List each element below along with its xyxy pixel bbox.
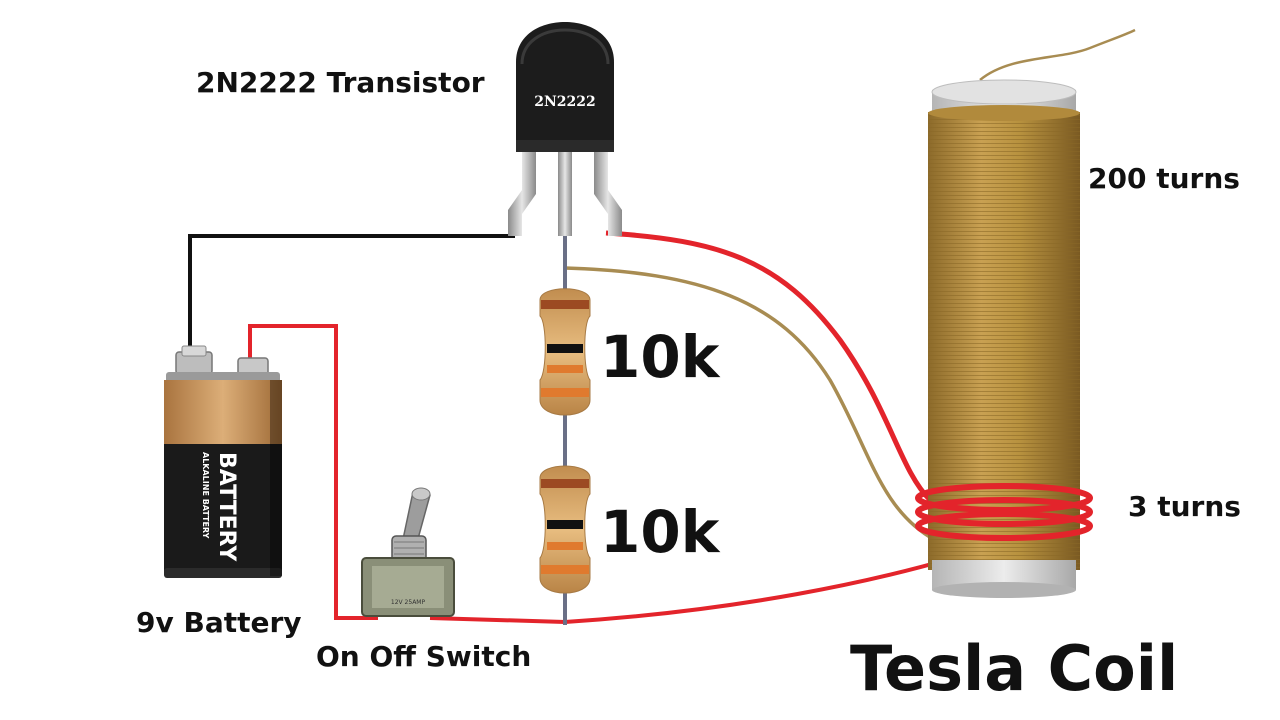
resistor-top-label: 10k (600, 323, 721, 391)
battery-subtext: ALKALINE BATTERY (201, 452, 210, 539)
switch-rating: 12V 25AMP (391, 599, 426, 606)
red-wire-switch-primary (429, 538, 1011, 625)
transistor-marking: 2N2222 (534, 94, 596, 110)
battery-icon: BATTERY ALKALINE BATTERY (164, 345, 282, 578)
magnet-wire-top-lead (979, 28, 1136, 81)
primary-turns-label: 3 turns (1128, 490, 1241, 523)
diagram-title: Tesla Coil (850, 632, 1178, 705)
transistor-label: 2N2222 Transistor (196, 66, 485, 99)
resistor-bottom-icon (539, 465, 591, 594)
transistor-icon: 2N2222 (508, 22, 622, 236)
red-wire-collector-primary (605, 230, 932, 502)
magnet-wire-base (564, 266, 936, 542)
tesla-coil-icon (915, 79, 1093, 598)
battery-brand-text: BATTERY (214, 452, 239, 562)
secondary-turns-label: 200 turns (1088, 162, 1240, 195)
red-wire-battery-switch (248, 324, 378, 620)
black-wire (188, 234, 515, 360)
resistor-top-icon (539, 288, 591, 416)
switch-label: On Off Switch (316, 640, 531, 673)
toggle-switch-icon: 12V 25AMP (361, 487, 455, 617)
battery-label: 9v Battery (136, 606, 302, 639)
resistor-bottom-label: 10k (600, 498, 721, 566)
